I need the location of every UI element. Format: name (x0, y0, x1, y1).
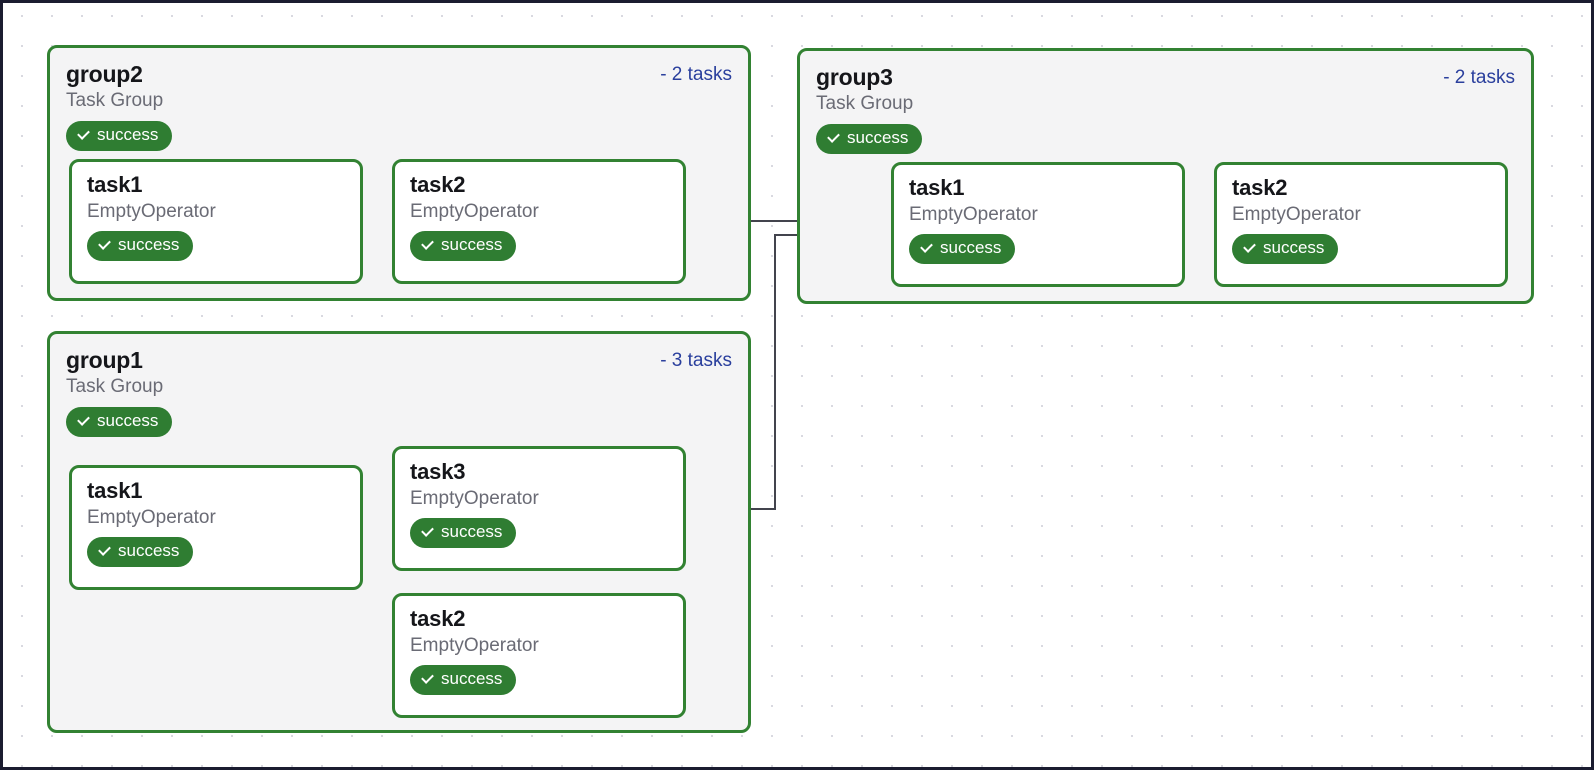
task-node-status-label: success (118, 540, 180, 560)
task-node-status-badge: success (87, 536, 194, 567)
task-group-task-count[interactable]: - 2 tasks (1443, 67, 1515, 88)
task-node-operator: EmptyOperator (410, 488, 539, 510)
check-icon (421, 673, 434, 686)
task-node-status-label: success (441, 521, 503, 541)
task-node-operator: EmptyOperator (410, 635, 539, 657)
task-node-name: task3 (410, 459, 466, 484)
task-node-status-label: success (118, 234, 180, 254)
task-node-operator: EmptyOperator (87, 201, 216, 223)
task-node-status-label: success (441, 668, 503, 688)
task-group-title: group1 (66, 347, 143, 373)
check-icon (98, 239, 111, 252)
task-node-name: task1 (87, 172, 143, 197)
task-node-status-badge: success (410, 230, 517, 261)
task-node-name: task2 (410, 606, 466, 631)
task-node-status-badge: success (410, 517, 517, 548)
task-node-status-badge: success (410, 664, 517, 695)
task-group-status-label: success (847, 128, 909, 148)
task-group-title: group2 (66, 61, 143, 87)
task-node-name: task2 (410, 172, 466, 197)
task-node-operator: EmptyOperator (87, 507, 216, 529)
check-icon (98, 545, 111, 558)
check-icon (421, 526, 434, 539)
task-group-status-label: success (97, 125, 159, 145)
check-icon (827, 132, 840, 145)
check-icon (77, 129, 90, 142)
task-node-status-label: success (1263, 237, 1325, 257)
task-node-name: task2 (1232, 175, 1288, 200)
check-icon (1243, 242, 1256, 255)
task-node-status-label: success (940, 237, 1002, 257)
task-group-type: Task Group (66, 376, 164, 398)
check-icon (421, 239, 434, 252)
task-node-name: task1 (87, 478, 143, 503)
check-icon (920, 242, 933, 255)
task-group-status-label: success (97, 411, 159, 431)
task-node-status-badge: success (1232, 233, 1339, 264)
task-group-task-count[interactable]: - 3 tasks (660, 350, 732, 371)
task-node-name: task1 (909, 175, 965, 200)
task-group-status-badge: success (66, 407, 173, 437)
task-node-status-badge: success (87, 230, 194, 261)
task-node-operator: EmptyOperator (410, 201, 539, 223)
check-icon (77, 415, 90, 428)
task-group-type: Task Group (816, 93, 914, 115)
task-group-type: Task Group (66, 90, 164, 112)
task-node-operator: EmptyOperator (909, 204, 1038, 226)
task-group-task-count[interactable]: - 2 tasks (660, 64, 732, 85)
task-group-title: group3 (816, 64, 893, 90)
task-node-operator: EmptyOperator (1232, 204, 1361, 226)
task-node-status-label: success (441, 234, 503, 254)
task-group-status-badge: success (816, 124, 923, 154)
task-node-status-badge: success (909, 233, 1016, 264)
task-group-status-badge: success (66, 121, 173, 151)
